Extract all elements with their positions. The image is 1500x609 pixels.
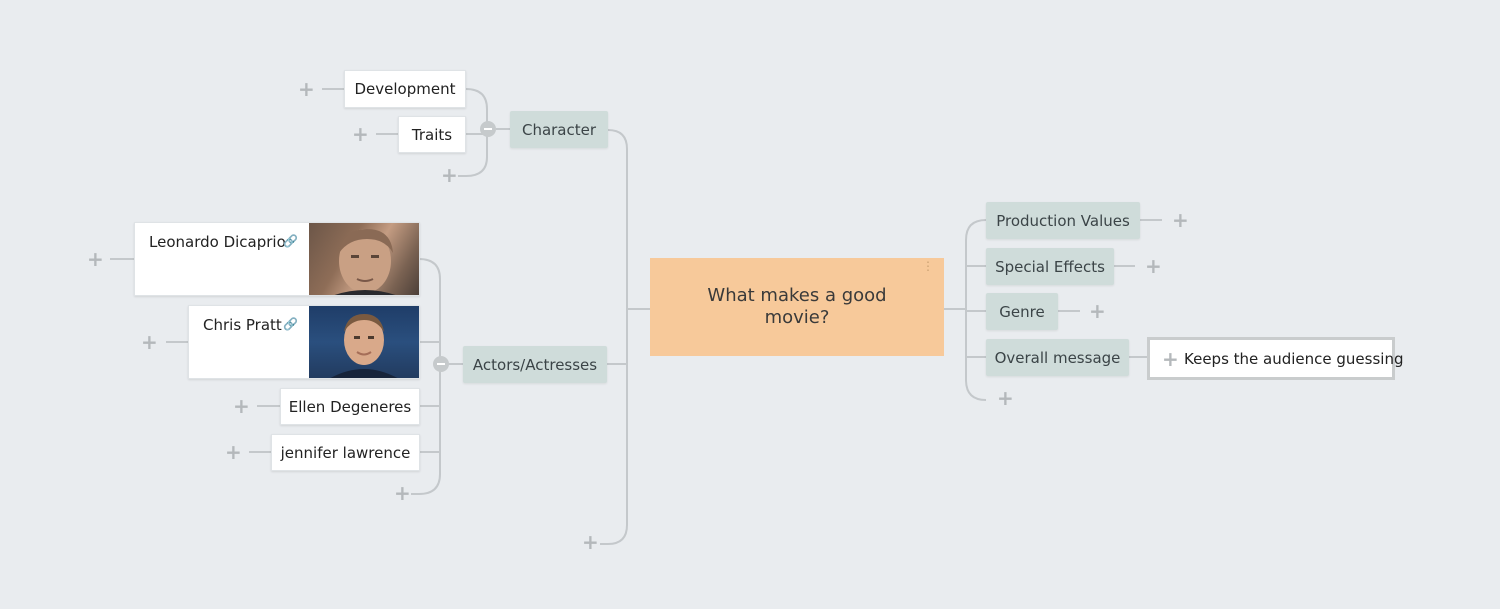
connector-left-trunk <box>607 129 628 545</box>
add-genre-child-icon[interactable]: + <box>1089 299 1106 323</box>
add-development-child-icon[interactable]: + <box>298 77 315 101</box>
add-right-branch-icon[interactable]: + <box>997 386 1014 410</box>
collapse-character-icon[interactable] <box>480 121 496 137</box>
branch-overall-message-label: Overall message <box>994 348 1121 367</box>
branch-overall-message[interactable]: Overall message <box>986 339 1129 376</box>
topic-jennifer-label: jennifer lawrence <box>280 443 411 462</box>
attachment-icon[interactable]: 🔗 <box>283 234 298 248</box>
topic-leonardo-label: Leonardo Dicaprio <box>149 233 286 251</box>
topic-ellen-label: Ellen Degeneres <box>288 397 412 416</box>
node-menu-icon[interactable]: ⋮ <box>922 259 934 273</box>
add-leonardo-child-icon[interactable]: + <box>87 247 104 271</box>
branch-actors-label: Actors/Actresses <box>472 355 598 374</box>
attachment-icon[interactable]: 🔗 <box>283 317 298 331</box>
add-actors-topic-icon[interactable]: + <box>394 481 411 505</box>
topic-chris-pratt[interactable]: Chris Pratt 🔗 <box>188 305 420 379</box>
add-chris-child-icon[interactable]: + <box>141 330 158 354</box>
add-effects-child-icon[interactable]: + <box>1145 254 1162 278</box>
chris-portrait <box>330 314 398 378</box>
add-jennifer-child-icon[interactable]: + <box>225 440 242 464</box>
central-topic-label: What makes a good movie? <box>707 285 887 328</box>
topic-ellen-degeneres[interactable]: Ellen Degeneres <box>280 388 420 425</box>
add-character-topic-icon[interactable]: + <box>441 163 458 187</box>
topic-traits[interactable]: Traits <box>398 116 466 153</box>
central-topic[interactable]: What makes a good movie? ⋮ <box>650 258 944 356</box>
branch-special-effects-label: Special Effects <box>995 257 1105 276</box>
topic-traits-label: Traits <box>411 125 453 144</box>
collapse-actors-icon[interactable] <box>433 356 449 372</box>
branch-production-values-label: Production Values <box>996 211 1130 230</box>
add-production-child-icon[interactable]: + <box>1172 208 1189 232</box>
branch-character-label: Character <box>521 120 597 139</box>
leonardo-photo <box>309 223 419 295</box>
topic-leonardo-dicaprio[interactable]: Leonardo Dicaprio 🔗 <box>134 222 420 296</box>
chris-photo <box>309 306 419 378</box>
add-traits-child-icon[interactable]: + <box>352 122 369 146</box>
connector-actors-bracket <box>418 258 441 495</box>
branch-special-effects[interactable]: Special Effects <box>986 248 1114 285</box>
branch-actors[interactable]: Actors/Actresses <box>463 346 607 383</box>
branch-production-values[interactable]: Production Values <box>986 202 1140 239</box>
add-ellen-child-icon[interactable]: + <box>233 394 250 418</box>
topic-keeps-audience-guessing-label: Keeps the audience guessing <box>1184 349 1404 368</box>
topic-keeps-audience-guessing[interactable]: + Keeps the audience guessing <box>1147 337 1404 380</box>
topic-jennifer-lawrence[interactable]: jennifer lawrence <box>271 434 420 471</box>
branch-genre-label: Genre <box>999 302 1045 321</box>
topic-chris-label: Chris Pratt <box>203 316 282 334</box>
leonardo-portrait <box>334 229 396 295</box>
branch-genre[interactable]: Genre <box>986 293 1058 330</box>
topic-development-label: Development <box>354 80 456 98</box>
branch-character[interactable]: Character <box>510 111 608 148</box>
add-child-inline-icon[interactable]: + <box>1162 346 1179 371</box>
topic-development[interactable]: Development <box>344 70 466 108</box>
add-left-branch-icon[interactable]: + <box>582 530 599 554</box>
